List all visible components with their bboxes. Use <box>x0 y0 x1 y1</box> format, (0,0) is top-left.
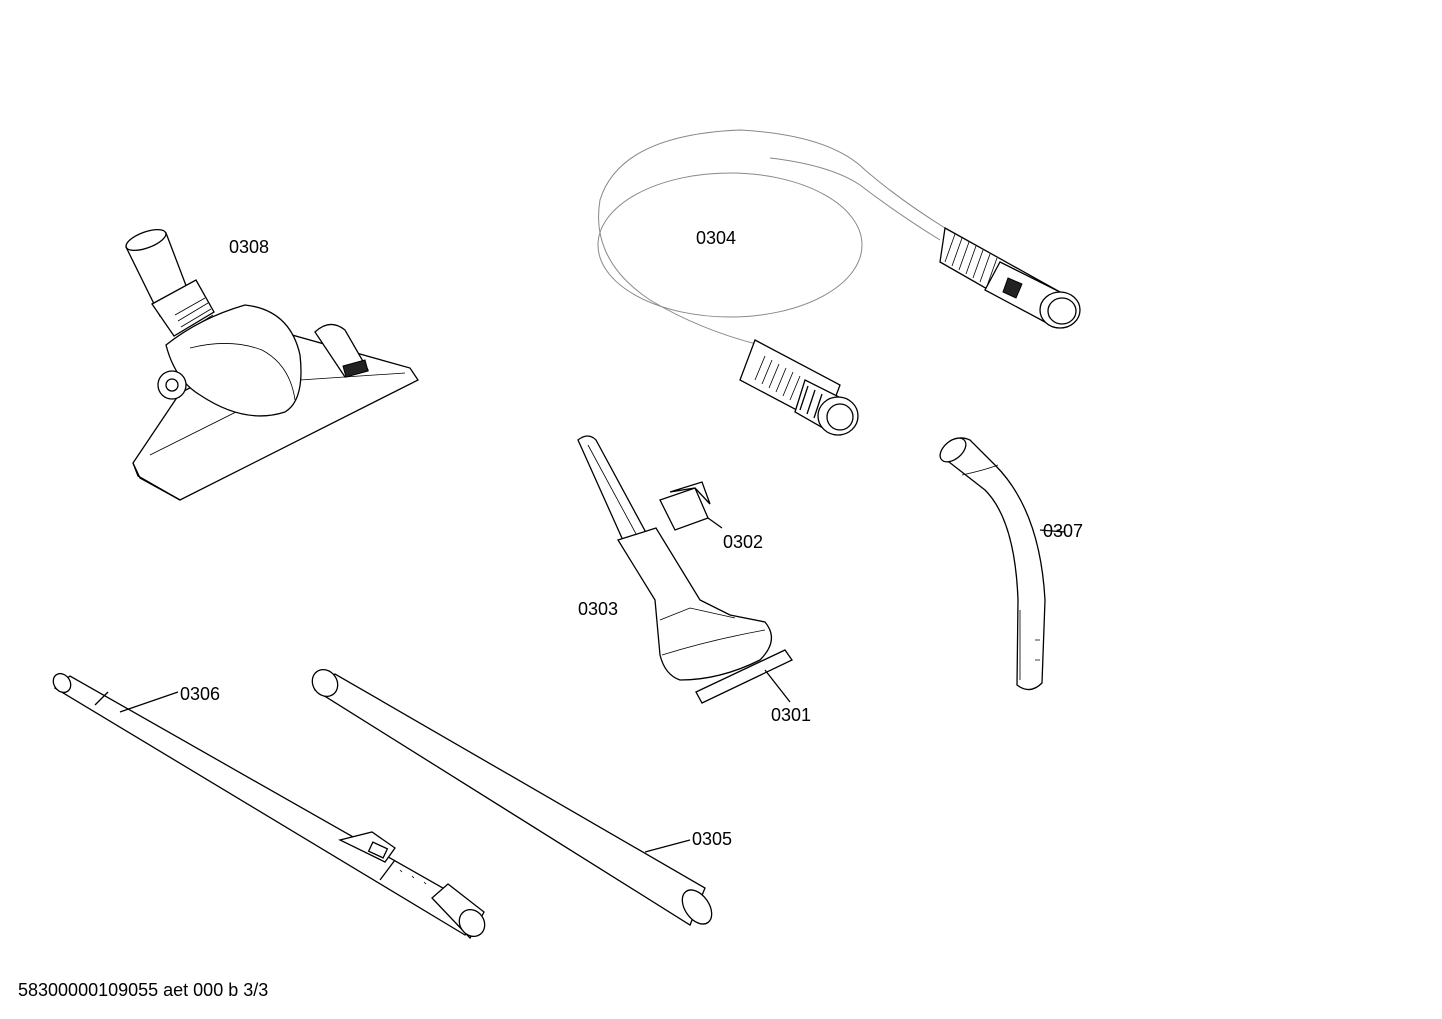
hose-part[interactable]: 0304 <box>597 129 1081 436</box>
part-label: 0306 <box>180 684 220 704</box>
drawing-id: 58300000109055 aet 000 b 3/3 <box>18 980 269 1000</box>
floor-nozzle-part[interactable]: 0308 <box>124 225 419 501</box>
part-label: 0307 <box>1043 521 1083 541</box>
part-label: 0305 <box>692 829 732 849</box>
part-label: 0308 <box>229 237 269 257</box>
clip-part[interactable]: 0302 <box>659 481 763 552</box>
part-label: 0302 <box>723 532 763 552</box>
telescopic-tube-part[interactable]: 0306 <box>50 670 490 941</box>
strip-part[interactable]: 0301 <box>695 649 811 725</box>
upholstery-nozzle-part[interactable]: 0303 <box>577 435 772 681</box>
part-label: 0301 <box>771 705 811 725</box>
handle-part[interactable]: 0307 <box>936 433 1083 691</box>
tube-part[interactable]: 0305 <box>307 665 732 930</box>
part-label: 0304 <box>696 228 736 248</box>
part-label: 0303 <box>578 599 618 619</box>
